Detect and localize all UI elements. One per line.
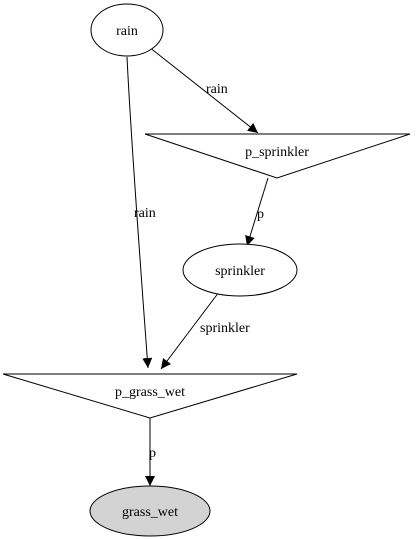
node-label: p_grass_wet: [115, 385, 185, 400]
edge-rain-to-p-grass-wet: rain: [126, 56, 156, 369]
edge-label: rain: [134, 206, 156, 221]
edge-label: rain: [206, 82, 228, 97]
edge-sprinkler-to-p-grass-wet: sprinkler: [160, 291, 250, 370]
edge-label: p: [149, 446, 156, 461]
node-p-grass-wet: p_grass_wet: [2, 373, 298, 419]
edge-line: [148, 46, 259, 134]
edge-label: p: [257, 207, 264, 222]
node-label: p_sprinkler: [245, 145, 309, 160]
edge-line: [245, 177, 269, 247]
node-shape: [144, 133, 411, 179]
node-shape: [90, 3, 164, 57]
node-shape: [2, 373, 298, 419]
edge-p-grass-wet-to-grass-wet: p: [145, 418, 156, 486]
node-label: grass_wet: [122, 505, 178, 520]
node-p-sprinkler: p_sprinkler: [144, 133, 411, 179]
node-rain: rain: [90, 3, 164, 57]
node-grass-wet: grass_wet: [89, 485, 211, 537]
edge-p-sprinkler-to-sprinkler: p: [245, 177, 269, 247]
node-label: rain: [116, 24, 138, 39]
node-sprinkler: sprinkler: [182, 243, 298, 297]
edge-line: [126, 56, 153, 369]
node-shape: [89, 485, 211, 537]
edge-rain-to-p-sprinkler: rain: [148, 46, 259, 134]
edge-line: [160, 291, 220, 370]
node-label: sprinkler: [215, 264, 265, 279]
node-shape: [182, 243, 298, 297]
edge-label: sprinkler: [200, 321, 250, 336]
